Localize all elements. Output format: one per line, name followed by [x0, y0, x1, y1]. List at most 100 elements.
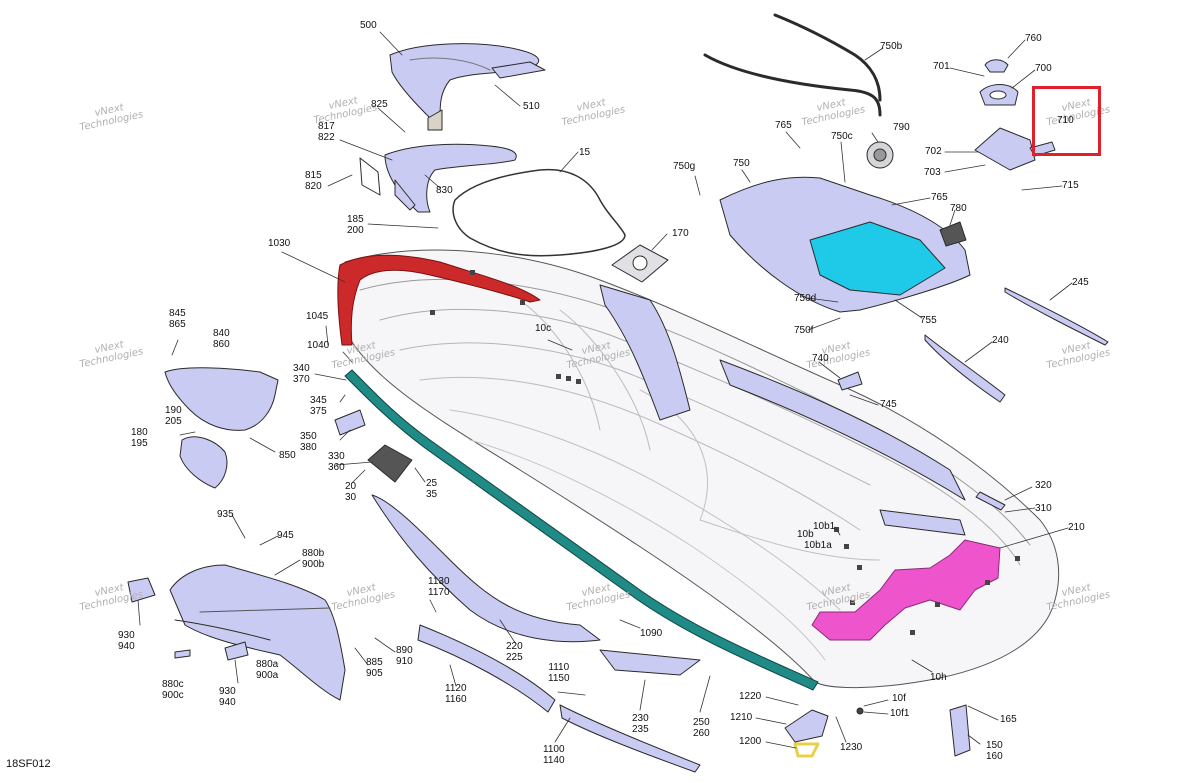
part-label[interactable]: 180 195: [131, 427, 148, 449]
part-label[interactable]: 1200: [739, 736, 762, 747]
part-label[interactable]: 750b: [880, 41, 903, 52]
part-label[interactable]: 1110 1150: [548, 662, 570, 684]
part-label[interactable]: 10b1: [813, 521, 836, 532]
part-label[interactable]: 320: [1035, 480, 1052, 491]
part-label[interactable]: 330 360: [328, 451, 345, 473]
part-label[interactable]: 760: [1025, 33, 1042, 44]
part-label[interactable]: 840 860: [213, 328, 230, 350]
part-label[interactable]: 880c 900c: [162, 679, 184, 701]
part-label[interactable]: 20 30: [345, 481, 357, 503]
part-label[interactable]: 945: [277, 530, 294, 541]
part-label[interactable]: 250 260: [693, 717, 710, 739]
part-label[interactable]: 310: [1035, 503, 1052, 514]
part-label[interactable]: 750g: [673, 161, 696, 172]
part-label[interactable]: 1220: [739, 691, 762, 702]
part-label[interactable]: 745: [880, 399, 897, 410]
part-label[interactable]: 1120 1160: [445, 683, 467, 705]
part-label[interactable]: 750: [733, 158, 750, 169]
part-label[interactable]: 1040: [307, 340, 330, 351]
part-label[interactable]: 15: [579, 147, 591, 158]
part-label[interactable]: 755: [920, 315, 937, 326]
strip-230: [599, 649, 701, 676]
part-label[interactable]: 880b 900b: [302, 548, 325, 570]
part-label[interactable]: 1230: [840, 742, 863, 753]
part-label[interactable]: 935: [217, 509, 234, 520]
part-label[interactable]: 240: [992, 335, 1009, 346]
part-label[interactable]: 10f1: [890, 708, 910, 719]
highlight-box-710: [1032, 86, 1101, 156]
part-label[interactable]: 10b: [797, 529, 814, 540]
part-label[interactable]: 765: [931, 192, 948, 203]
part-817: [359, 143, 517, 213]
part-label[interactable]: 715: [1062, 180, 1079, 191]
part-880c: [174, 649, 191, 659]
part-label[interactable]: 710: [1057, 115, 1074, 126]
part-label[interactable]: 500: [360, 20, 377, 31]
part-label[interactable]: 701: [933, 61, 950, 72]
part-350: [334, 409, 366, 436]
part-label[interactable]: 825: [371, 99, 388, 110]
figure-reference: 18SF012: [6, 758, 51, 770]
part-label[interactable]: 10b1a: [804, 540, 832, 551]
part-780: [939, 221, 967, 247]
part-label[interactable]: 750c: [831, 131, 853, 142]
magenta-mat: [811, 539, 1001, 641]
part-320: [975, 491, 1006, 511]
part-label[interactable]: 165: [1000, 714, 1017, 725]
part-label[interactable]: 817 822: [318, 121, 335, 143]
part-label[interactable]: 885 905: [366, 657, 383, 679]
part-label[interactable]: 850: [279, 450, 296, 461]
part-label[interactable]: 890 910: [396, 645, 413, 667]
part-label[interactable]: 10f: [892, 693, 906, 704]
part-label[interactable]: 740: [812, 353, 829, 364]
strip-240: [924, 334, 1006, 403]
part-label[interactable]: 1045: [306, 311, 329, 322]
panel-840: [164, 367, 279, 431]
part-label[interactable]: 750d: [794, 293, 817, 304]
part-label[interactable]: 750f: [794, 325, 814, 336]
part-label[interactable]: 170: [672, 228, 689, 239]
teal-rubrail: [344, 369, 819, 691]
bracket-710: [974, 127, 1036, 171]
part-label[interactable]: 703: [924, 167, 941, 178]
part-label[interactable]: 780: [950, 203, 967, 214]
strip-220: [371, 494, 601, 643]
part-label[interactable]: 1100 1140: [543, 744, 565, 766]
part-930b: [224, 641, 249, 661]
part-1210: [784, 709, 829, 743]
part-label[interactable]: 700: [1035, 63, 1052, 74]
part-label[interactable]: 1210: [730, 712, 753, 723]
part-label[interactable]: 815 820: [305, 170, 322, 192]
part-label[interactable]: 25 35: [426, 478, 438, 500]
part-500: [389, 43, 546, 131]
part-label[interactable]: 345 375: [310, 395, 327, 417]
part-label[interactable]: 245: [1072, 277, 1089, 288]
part-label[interactable]: 1030: [268, 238, 291, 249]
part-label[interactable]: 830: [436, 185, 453, 196]
part-label[interactable]: 10h: [930, 672, 947, 683]
part-label[interactable]: 930 940: [219, 686, 236, 708]
part-label[interactable]: 190 205: [165, 405, 182, 427]
part-label[interactable]: 10c: [535, 323, 552, 334]
part-label[interactable]: 510: [523, 101, 540, 112]
part-label[interactable]: 880a 900a: [256, 659, 279, 681]
part-label[interactable]: 1130 1170: [428, 576, 450, 598]
part-label[interactable]: 1090: [640, 628, 663, 639]
part-label[interactable]: 210: [1068, 522, 1085, 533]
rail-1120: [417, 624, 556, 713]
part-label[interactable]: 185 200: [347, 214, 364, 236]
seal-15: [452, 168, 626, 257]
part-label[interactable]: 230 235: [632, 713, 649, 735]
part-label[interactable]: 845 865: [169, 308, 186, 330]
red-bumper: [337, 254, 541, 346]
part-label[interactable]: 790: [893, 122, 910, 133]
part-label[interactable]: 220 225: [506, 641, 523, 663]
part-label[interactable]: 765: [775, 120, 792, 131]
part-label[interactable]: 340 370: [293, 363, 310, 385]
hull-deck: [337, 249, 1060, 691]
part-label[interactable]: 702: [925, 146, 942, 157]
part-label[interactable]: 930 940: [118, 630, 135, 652]
part-label[interactable]: 150 160: [986, 740, 1003, 762]
part-label[interactable]: 350 380: [300, 431, 317, 453]
